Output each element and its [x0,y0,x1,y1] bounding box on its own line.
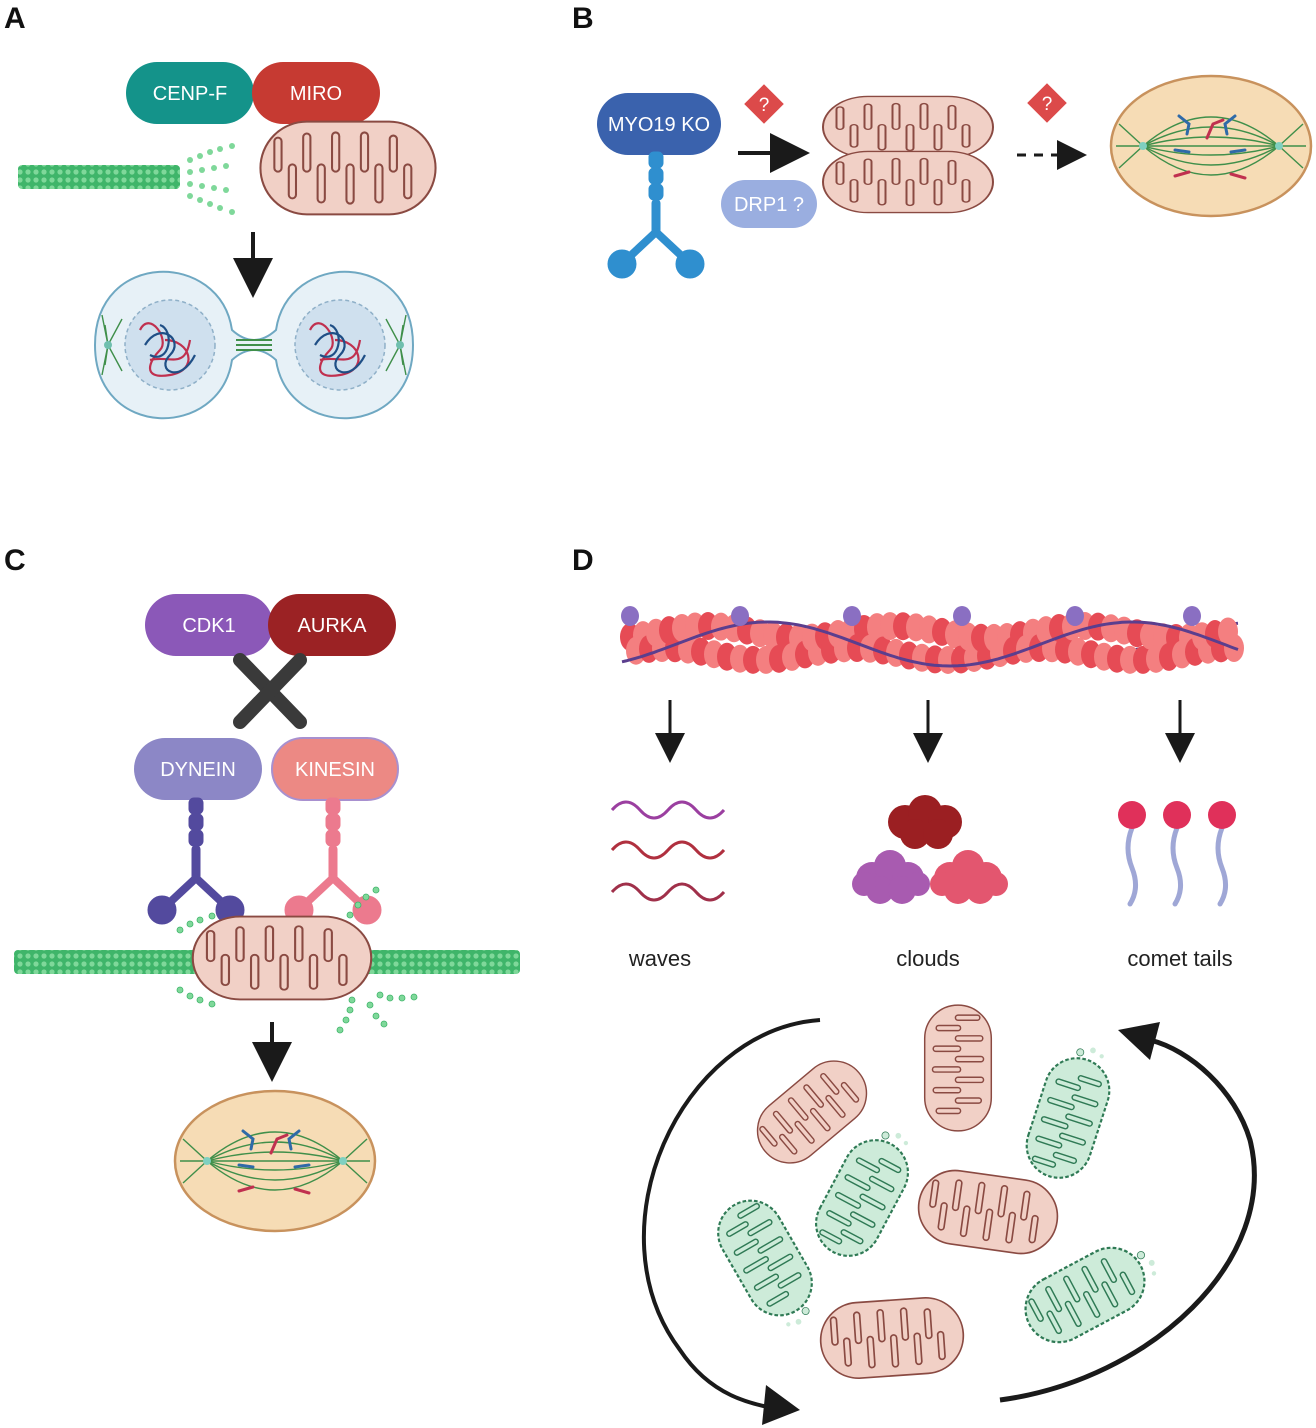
panel-label-d: D [572,544,594,577]
mitochondrion-a [260,122,435,215]
fragmented-mito-2 [823,151,993,212]
panel-b: B MYO19 KO ? DRP1 ? ? [572,2,1313,278]
healthy-mito-4 [818,1295,966,1380]
cenpf-pill: CENP-F [126,62,254,124]
cycle-arrowhead-left [762,1385,800,1425]
drp1-pill: DRP1 ? [721,180,817,228]
panel-label-b: B [572,2,594,35]
drp1-label: DRP1 ? [734,194,804,216]
miro-pill: MIRO [252,62,380,124]
panel-a: A CENP-F MIRO [4,2,436,420]
fragmented-mito-1 [823,96,993,157]
myo19-ko-pill: MYO19 KO [597,93,721,155]
healthy-mito-2 [925,1005,992,1131]
cdk1-label: CDK1 [182,615,235,637]
cenpf-label: CENP-F [153,83,227,105]
clouds-caption: clouds [896,946,960,971]
damaged-mito-3 [706,1189,830,1339]
actin-binding-protein [1066,606,1084,626]
cycle-arrow-left [642,1018,821,1412]
comet-tails-caption: comet tails [1127,946,1232,971]
actin-binding-protein [953,606,971,626]
microtubule-a [18,143,235,215]
actin-binding-protein [621,606,639,626]
cycle-arrow-right [999,1037,1257,1403]
waves-caption: waves [628,946,691,971]
panel-c: C CDK1 AURKA DYNEIN KINESIN [4,544,520,1233]
dynein-label: DYNEIN [160,759,236,781]
question-badge-2: ? [1027,83,1067,123]
dividing-cell-a [93,270,415,420]
question-mark-2: ? [1042,94,1053,115]
myosin-motor-b [608,152,704,278]
inhibition-cross [233,653,307,729]
tropomyosin-strand [621,620,1239,668]
dynein-motor [148,798,244,924]
kinesin-pill: KINESIN [271,737,399,801]
panel-label-a: A [4,2,26,35]
healthy-mito-3 [914,1166,1062,1258]
damaged-mito-2 [1018,1037,1122,1186]
cdk1-pill: CDK1 [145,594,273,656]
myo19-ko-label: MYO19 KO [608,114,710,136]
mitotic-cell-b [1109,74,1313,218]
dynein-pill: DYNEIN [134,738,262,800]
waves-icon [610,800,726,902]
panel-d: D [572,544,1257,1425]
question-mark-1: ? [759,95,770,116]
miro-label: MIRO [290,83,342,105]
actin-filament [620,606,1244,674]
actin-binding-protein [843,606,861,626]
panel-label-c: C [4,544,26,577]
mitotic-cell-c [173,1089,377,1233]
actin-binding-protein [1183,606,1201,626]
cycle-arrowhead-right [1118,1022,1160,1060]
question-badge-1: ? [744,84,784,124]
aurka-pill: AURKA [268,594,396,656]
kinesin-label: KINESIN [295,759,375,781]
aurka-label: AURKA [298,615,368,637]
kinesin-motor [285,798,381,924]
microtubule-fraying-c [176,886,418,1034]
comet-tails-icon [1118,801,1236,907]
clouds-icon [852,795,1008,904]
actin-binding-protein [731,606,749,626]
